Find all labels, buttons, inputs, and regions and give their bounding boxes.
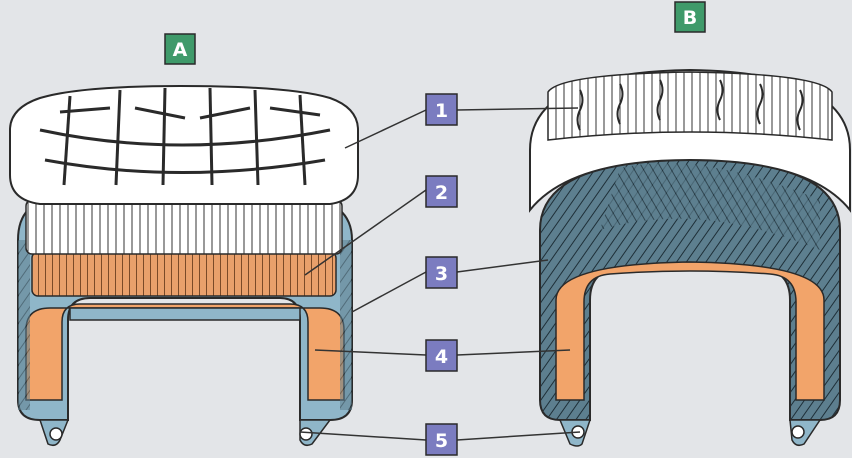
callout-3-number: 3 <box>435 263 448 285</box>
callout-1-number: 1 <box>435 100 448 122</box>
tire-b <box>530 70 850 446</box>
tire-b-inner-liner <box>556 262 824 400</box>
tire-a-bead-left <box>40 420 68 445</box>
callout-2: 2 <box>426 176 457 207</box>
tire-b-label: B <box>683 7 697 29</box>
tire-b-bead-right <box>790 420 820 445</box>
callout-5-number: 5 <box>435 430 448 452</box>
tire-b-badge: B <box>675 2 705 32</box>
callout-3: 3 <box>426 257 457 288</box>
tire-b-tread-ribs <box>548 72 832 140</box>
callout-4: 4 <box>426 340 457 371</box>
callout-4-number: 4 <box>435 346 448 368</box>
tire-a-badge: A <box>165 34 195 64</box>
callout-5: 5 <box>426 424 457 455</box>
tire-a <box>10 86 358 445</box>
tire-a-belt <box>32 252 336 296</box>
callout-2-number: 2 <box>435 182 448 204</box>
tire-a-rib-layer <box>26 200 342 254</box>
callout-1: 1 <box>426 94 457 125</box>
tire-a-label: A <box>173 39 188 61</box>
